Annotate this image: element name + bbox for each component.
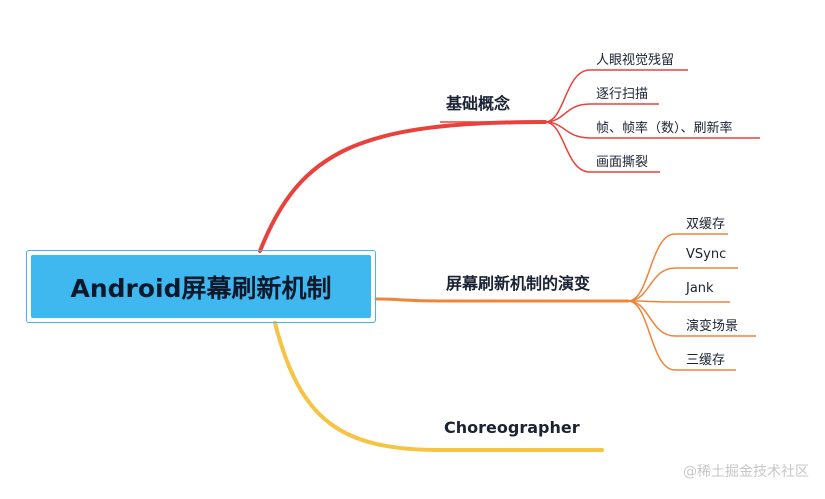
leaf-frame-rate[interactable]: 帧、帧率（数）、刷新率 bbox=[596, 121, 733, 136]
connector-evolution bbox=[374, 297, 630, 303]
connector-leaf-6 bbox=[627, 267, 738, 302]
leaf-visual-persistence[interactable]: 人眼视觉残留 bbox=[596, 53, 675, 68]
connector-leaf-9 bbox=[627, 300, 736, 371]
connector-basic-concepts bbox=[258, 120, 547, 253]
watermark: @稀土掘金技术社区 bbox=[683, 464, 809, 480]
root-title: Android屏幕刷新机制 bbox=[70, 273, 332, 303]
connector-leaf-3 bbox=[544, 121, 760, 139]
leaf-progressive-scan[interactable]: 逐行扫描 bbox=[596, 87, 649, 102]
branch-choreographer[interactable]: Choreographer bbox=[444, 418, 580, 437]
leaf-evolution-scenario[interactable]: 演变场景 bbox=[686, 319, 739, 334]
leaf-screen-tearing[interactable]: 画面撕裂 bbox=[596, 155, 649, 170]
connector-leaf-1 bbox=[544, 69, 688, 123]
connector-choreographer bbox=[273, 321, 604, 452]
connector-leaf-7 bbox=[627, 300, 730, 303]
branch-basic-concepts[interactable]: 基础概念 bbox=[446, 94, 511, 113]
connector-leaf-5 bbox=[627, 233, 728, 302]
leaf-jank[interactable]: Jank bbox=[686, 281, 714, 296]
leaf-double-buffer[interactable]: 双缓存 bbox=[686, 217, 726, 232]
branch-evolution[interactable]: 屏幕刷新机制的演变 bbox=[446, 274, 591, 293]
root-node[interactable]: Android屏幕刷新机制 bbox=[26, 250, 376, 323]
connector-leaf-4 bbox=[544, 121, 660, 173]
connector-leaf-2 bbox=[544, 103, 659, 123]
connector-leaf-8 bbox=[627, 300, 756, 337]
leaf-triple-buffer[interactable]: 三缓存 bbox=[686, 353, 726, 368]
leaf-vsync[interactable]: VSync bbox=[686, 247, 727, 262]
root-node-fill: Android屏幕刷新机制 bbox=[31, 255, 371, 318]
